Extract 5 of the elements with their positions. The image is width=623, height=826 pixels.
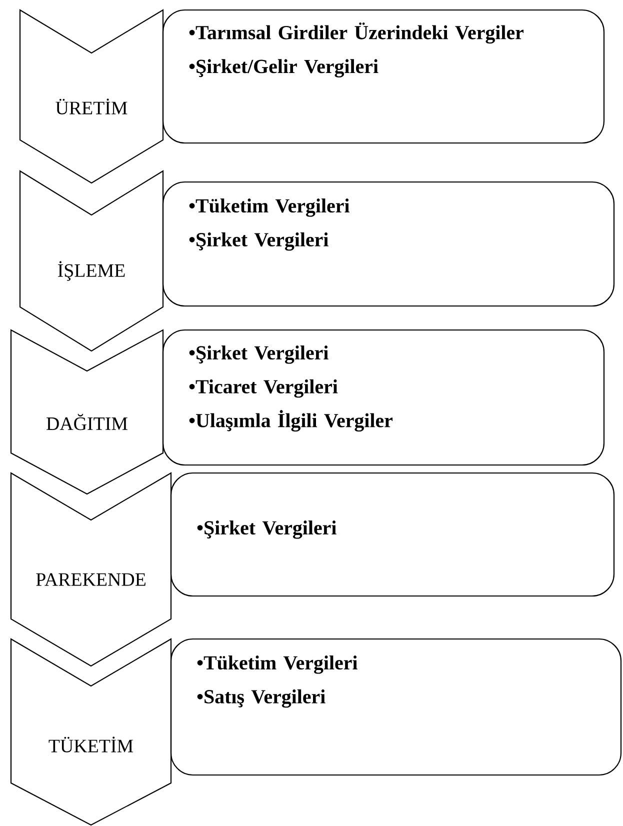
rounded-box: •Tarımsal Girdiler Üzerindeki Vergiler •Şirket/Gelir Vergileri bbox=[162, 9, 605, 144]
rounded-box: •Tüketim Vergileri •Şirket Vergileri bbox=[162, 181, 615, 307]
rounded-box: •Şirket Vergileri •Ticaret Vergileri •Ulaşımla İlgili Vergiler bbox=[162, 329, 605, 466]
rounded-box: •Şirket Vergileri bbox=[170, 472, 615, 597]
rounded-box: •Tüketim Vergileri •Satış Vergileri bbox=[170, 638, 622, 776]
